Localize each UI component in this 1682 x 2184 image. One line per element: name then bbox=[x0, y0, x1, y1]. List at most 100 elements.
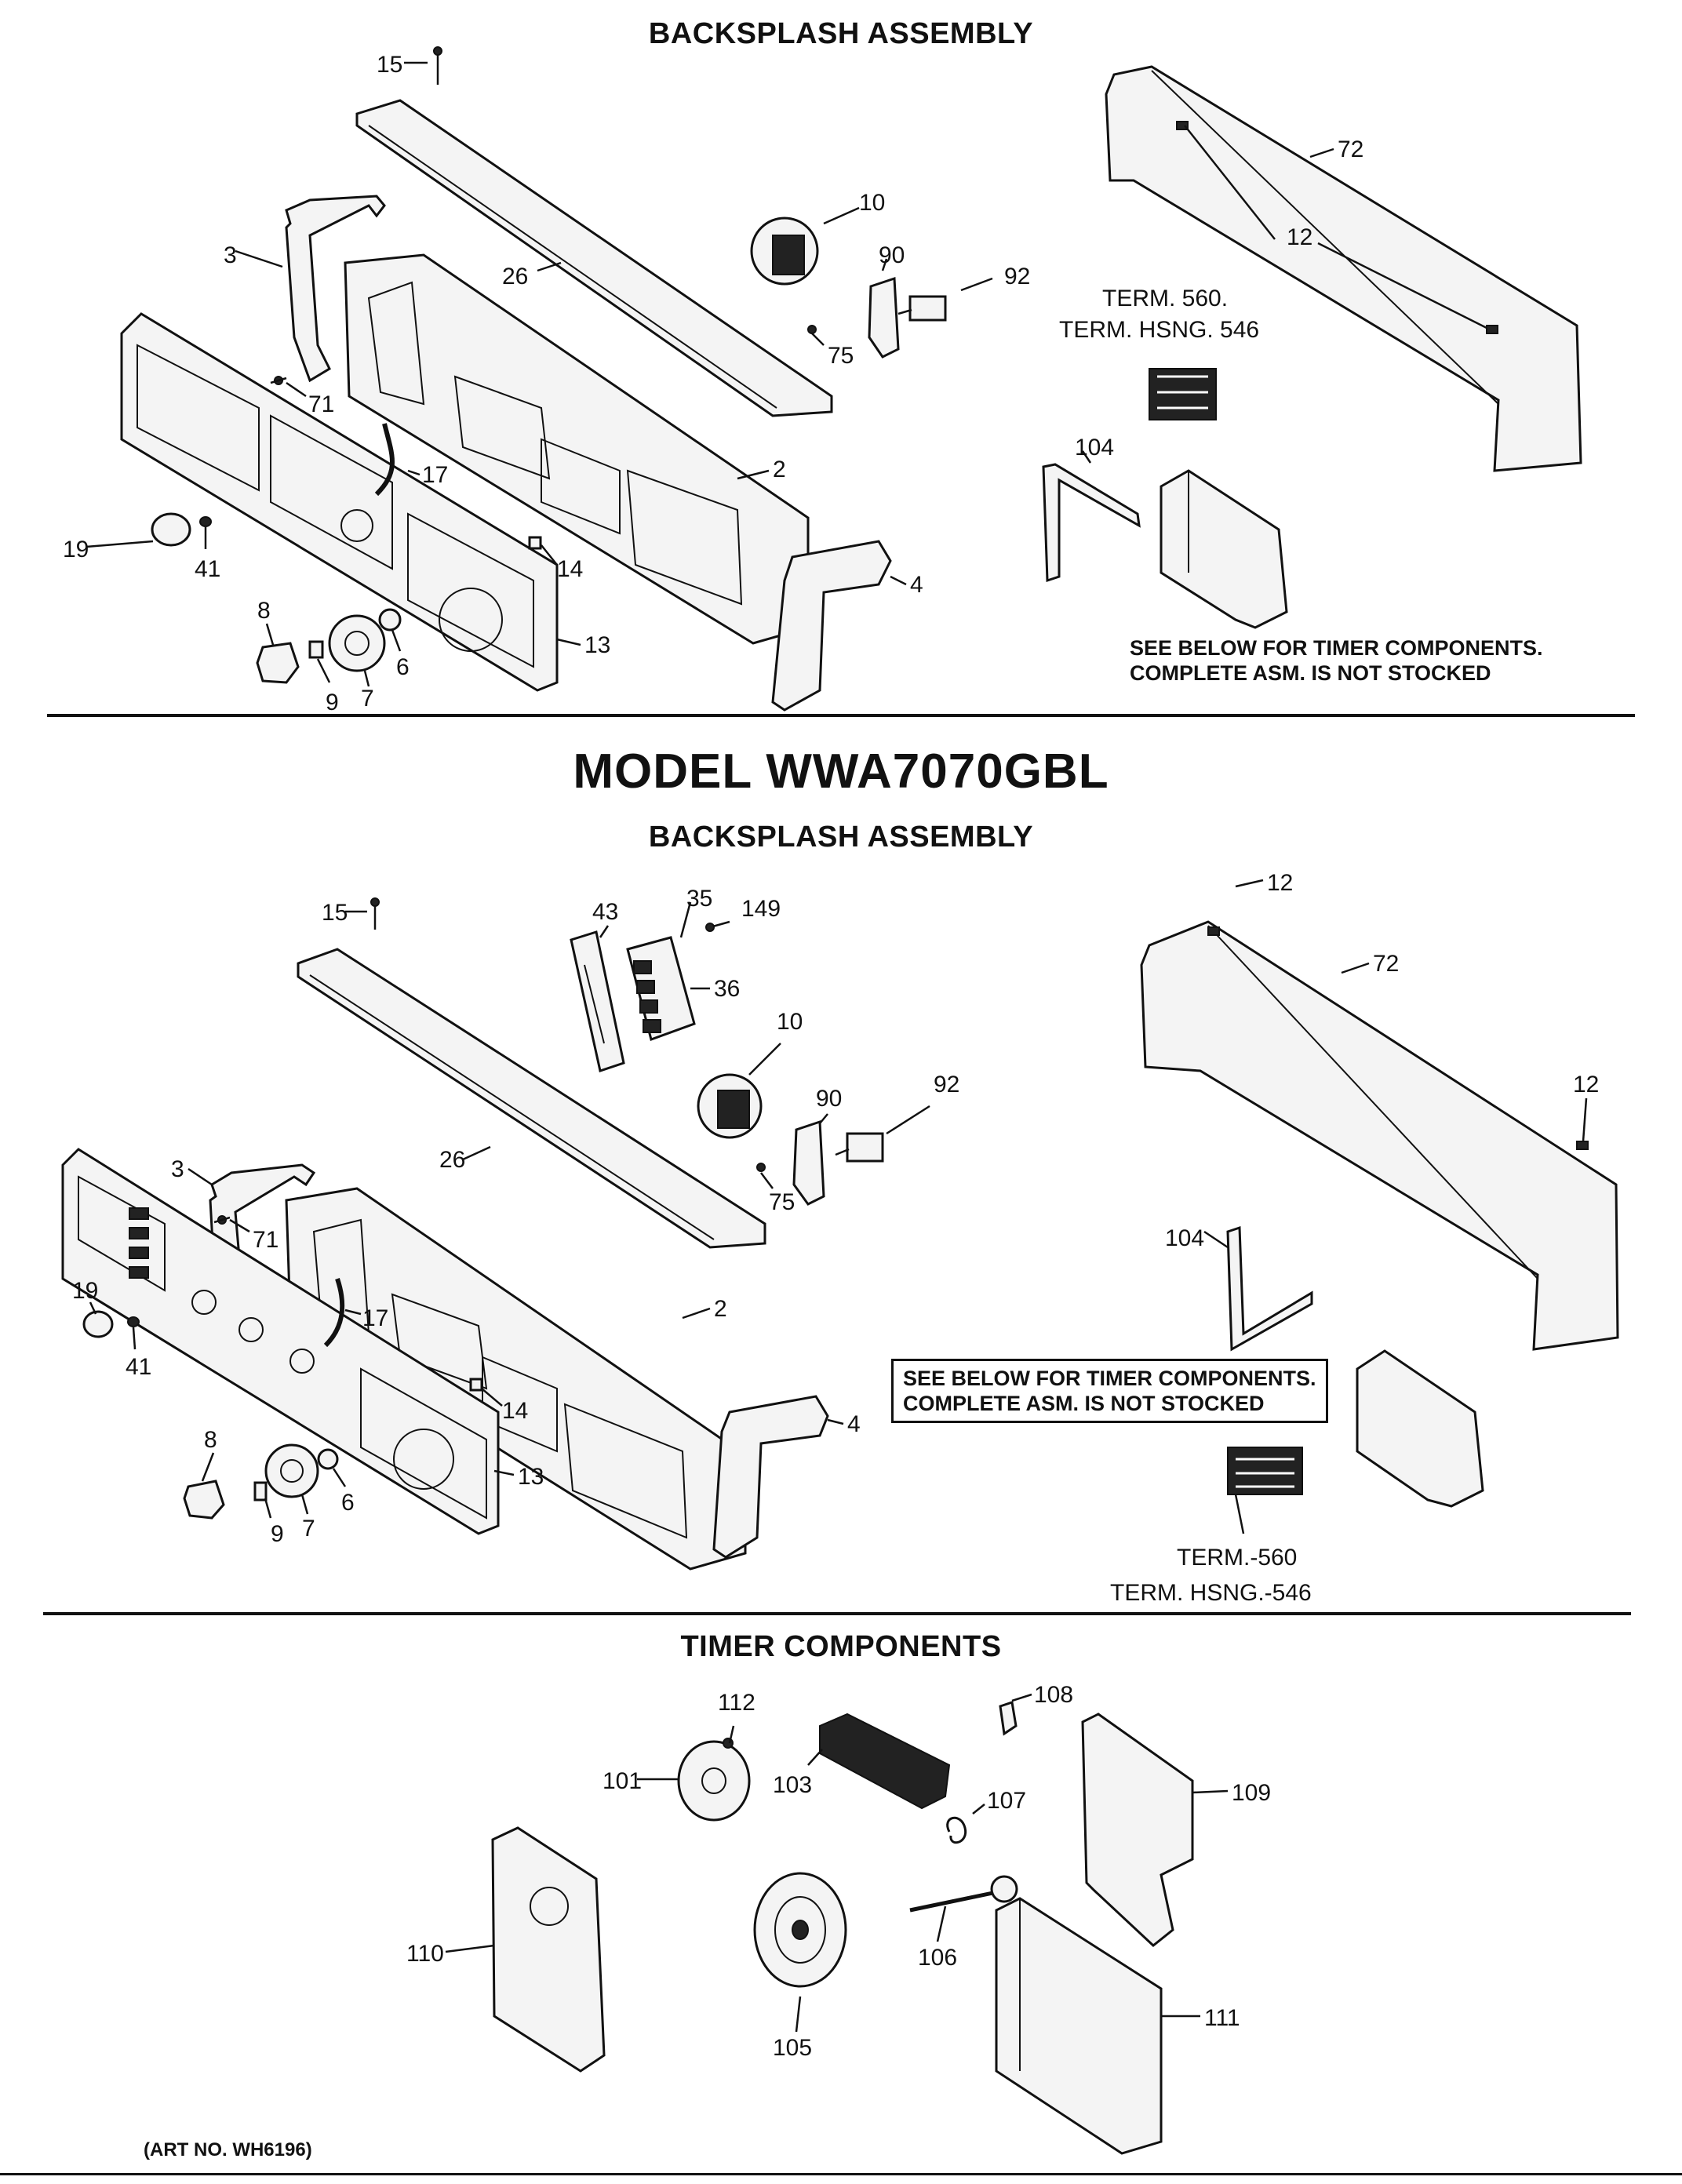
note-top-line1: SEE BELOW FOR TIMER COMPONENTS. bbox=[1130, 636, 1543, 660]
dial-7 bbox=[328, 614, 386, 672]
bracket-90-model bbox=[792, 1119, 825, 1206]
callout-timer-108: 108 bbox=[1034, 1682, 1073, 1708]
callout-timer-112: 112 bbox=[718, 1690, 755, 1716]
end-cap-right-4 bbox=[771, 540, 892, 712]
callout-mid-6: 6 bbox=[341, 1490, 355, 1516]
callout-mid-12a: 12 bbox=[1267, 870, 1293, 896]
callout-mid-13: 13 bbox=[518, 1464, 544, 1490]
callout-top-72: 72 bbox=[1338, 136, 1363, 162]
end-cap-left-3 bbox=[285, 195, 386, 383]
callout-mid-43: 43 bbox=[592, 899, 618, 925]
callout-top-71: 71 bbox=[308, 391, 334, 417]
callout-mid-17: 17 bbox=[362, 1305, 388, 1331]
callout-top-10: 10 bbox=[859, 190, 885, 216]
callout-top-92: 92 bbox=[1004, 264, 1030, 289]
callout-top-13: 13 bbox=[584, 632, 610, 658]
front-panel-13-model bbox=[61, 1148, 500, 1535]
callout-mid-12b: 12 bbox=[1573, 1072, 1599, 1097]
backsplash-cover-72-model bbox=[1140, 920, 1619, 1351]
callout-mid-3: 3 bbox=[171, 1156, 184, 1182]
callout-top-15: 15 bbox=[377, 52, 402, 78]
callout-mid-26: 26 bbox=[439, 1147, 465, 1173]
callout-top-7: 7 bbox=[361, 686, 374, 712]
callout-top-90: 90 bbox=[879, 242, 905, 268]
section-title-top: BACKSPLASH ASSEMBLY bbox=[648, 17, 1034, 50]
divider-top bbox=[47, 714, 1635, 717]
note-mid-line2: COMPLETE ASM. IS NOT STOCKED bbox=[903, 1392, 1265, 1415]
knob-8 bbox=[256, 642, 300, 684]
model-title: MODEL WWA7070GBL bbox=[573, 744, 1109, 799]
clip-108 bbox=[999, 1701, 1018, 1736]
callout-mid-7: 7 bbox=[302, 1516, 315, 1542]
callout-mid-35: 35 bbox=[686, 886, 712, 912]
shaft-106 bbox=[990, 1875, 1018, 1903]
callout-mid-15: 15 bbox=[322, 900, 348, 926]
timer-bracket-109 bbox=[1081, 1713, 1194, 1947]
timer-motor-101 bbox=[677, 1740, 751, 1822]
callout-top-6: 6 bbox=[396, 654, 410, 680]
callout-timer-101: 101 bbox=[603, 1768, 642, 1794]
callout-mid-75: 75 bbox=[769, 1189, 795, 1215]
callout-mid-36: 36 bbox=[714, 976, 740, 1002]
callout-timer-110: 110 bbox=[406, 1941, 444, 1967]
switch-92-model bbox=[846, 1132, 884, 1163]
callout-top-2: 2 bbox=[773, 457, 786, 482]
callout-mid-10: 10 bbox=[777, 1009, 803, 1035]
callout-mid-19: 19 bbox=[72, 1278, 98, 1304]
callout-top-17: 17 bbox=[422, 462, 448, 488]
callout-top-4: 4 bbox=[910, 572, 923, 598]
callout-mid-72: 72 bbox=[1373, 951, 1399, 977]
knob-19 bbox=[151, 512, 191, 547]
callout-top-hsng: TERM. HSNG. 546 bbox=[1059, 317, 1259, 343]
bracket-104-model bbox=[1226, 1225, 1313, 1352]
top-cover-strip-26-model bbox=[297, 948, 766, 1249]
callout-mid-term: TERM.-560 bbox=[1177, 1545, 1297, 1571]
switch-92 bbox=[908, 295, 947, 322]
callout-mid-149: 149 bbox=[741, 896, 781, 922]
callout-mid-92: 92 bbox=[934, 1072, 959, 1097]
callout-top-9: 9 bbox=[326, 690, 339, 715]
timer-assembly-model bbox=[1356, 1349, 1484, 1508]
callout-timer-105: 105 bbox=[773, 2035, 812, 2061]
callout-timer-107: 107 bbox=[987, 1788, 1026, 1814]
art-number: (ART NO. WH6196) bbox=[144, 2139, 312, 2160]
callout-top-12: 12 bbox=[1287, 224, 1312, 250]
timer-cover-111 bbox=[995, 1897, 1163, 2155]
front-panel-13 bbox=[120, 312, 559, 692]
model-assembly: 15 43 35 149 12 36 72 10 3 90 92 12 26 7… bbox=[61, 870, 1619, 1606]
bracket-90 bbox=[868, 276, 900, 359]
timer-assembly-top bbox=[1160, 469, 1288, 629]
callout-top-14: 14 bbox=[557, 556, 583, 582]
terminal-block-560 bbox=[1149, 368, 1217, 420]
timer-plate-110 bbox=[491, 1826, 606, 2073]
page-bottom-rule bbox=[0, 2173, 1682, 2175]
terminal-block-560-model bbox=[1227, 1447, 1303, 1495]
bracket-43 bbox=[570, 930, 625, 1072]
callout-mid-71: 71 bbox=[253, 1227, 279, 1253]
callout-mid-8: 8 bbox=[204, 1427, 217, 1453]
callout-top-3: 3 bbox=[224, 242, 237, 268]
callout-top-8: 8 bbox=[257, 598, 271, 624]
dial-7-model bbox=[264, 1443, 319, 1498]
bracket-104 bbox=[1042, 463, 1141, 583]
top-assembly: 15 10 72 3 26 90 92 12 TERM. 560. TERM. … bbox=[63, 46, 1582, 715]
callout-top-104: 104 bbox=[1075, 435, 1114, 460]
note-mid: SEE BELOW FOR TIMER COMPONENTS. COMPLETE… bbox=[891, 1359, 1328, 1423]
knob-19-model bbox=[82, 1310, 114, 1338]
knob-8-model bbox=[183, 1480, 225, 1520]
callout-mid-104: 104 bbox=[1165, 1225, 1204, 1251]
callout-mid-2: 2 bbox=[714, 1296, 727, 1322]
callout-mid-14: 14 bbox=[502, 1398, 528, 1424]
callout-top-75: 75 bbox=[828, 343, 854, 369]
note-top-line2: COMPLETE ASM. IS NOT STOCKED bbox=[1130, 661, 1491, 685]
callout-mid-hsng: TERM. HSNG.-546 bbox=[1110, 1580, 1312, 1606]
connector-103 bbox=[819, 1713, 951, 1810]
divider-bottom bbox=[43, 1612, 1631, 1615]
top-cover-strip-26 bbox=[355, 99, 833, 417]
callout-mid-90: 90 bbox=[816, 1086, 842, 1112]
callout-top-26: 26 bbox=[502, 264, 528, 289]
note-mid-line1: SEE BELOW FOR TIMER COMPONENTS. bbox=[903, 1367, 1316, 1390]
callout-timer-106: 106 bbox=[918, 1945, 957, 1971]
note-top: SEE BELOW FOR TIMER COMPONENTS. COMPLETE… bbox=[1130, 635, 1543, 686]
